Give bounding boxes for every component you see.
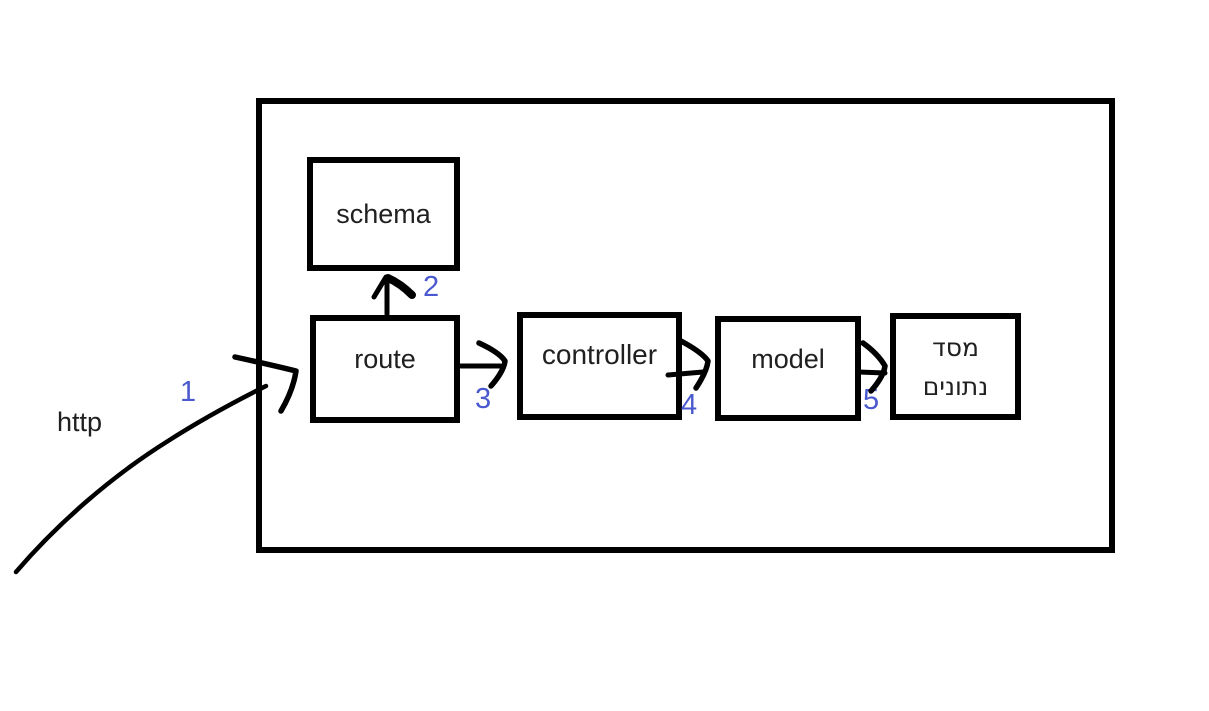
step-number-4: 4 <box>681 389 698 421</box>
step-number-5: 5 <box>863 384 880 416</box>
step-number-1: 1 <box>180 376 197 408</box>
node-model-label: model <box>751 344 825 374</box>
node-database-label-line2: נתונים <box>922 371 989 401</box>
node-route-label: route <box>354 343 416 374</box>
node-database: מסד נתונים <box>890 313 1021 420</box>
node-schema-label: schema <box>336 198 431 229</box>
http-label: http <box>57 407 103 437</box>
node-database-label-line1: מסד <box>932 332 979 362</box>
node-database-label: מסד נתונים <box>923 328 988 406</box>
node-controller: controller <box>517 312 682 420</box>
node-schema: schema <box>307 157 460 271</box>
arrow-1-http-line <box>13 383 269 575</box>
step-number-3: 3 <box>475 383 492 415</box>
step-number-2: 2 <box>423 271 440 303</box>
system-boundary-frame <box>256 98 1115 553</box>
node-model: model <box>715 316 861 421</box>
node-route: route <box>310 315 460 423</box>
node-controller-label: controller <box>541 339 658 370</box>
